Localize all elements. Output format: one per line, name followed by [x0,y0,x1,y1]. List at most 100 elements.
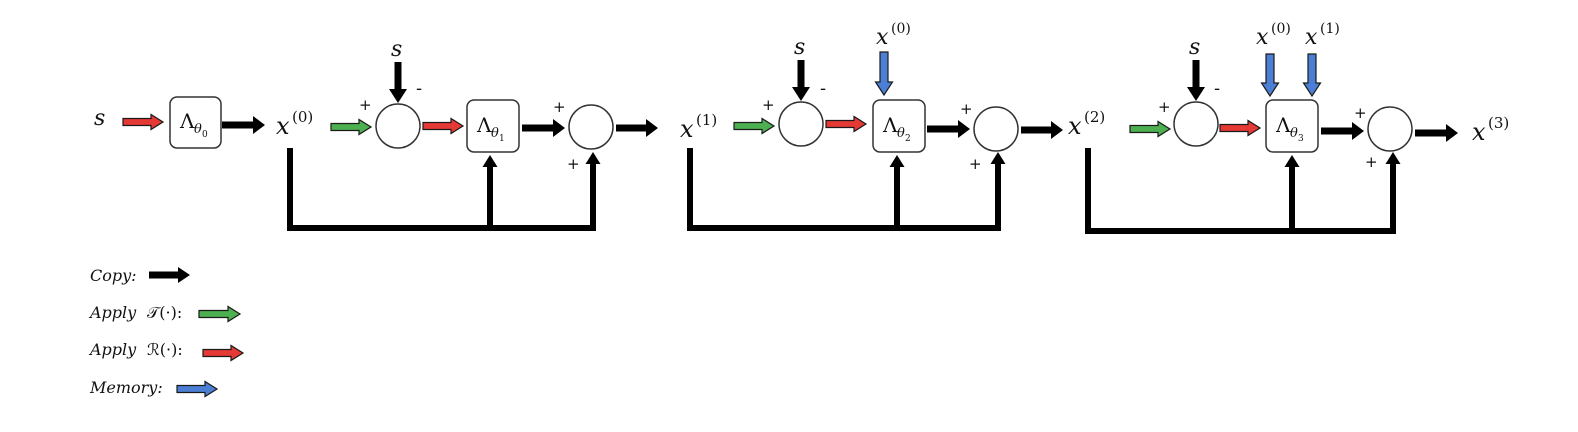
restore-arrow-input [122,113,165,131]
subscript: 0 [202,130,208,140]
restore-arrow-stage-1 [422,117,465,135]
legend-copy-arrow [149,267,190,283]
subtract-node-3 [1173,101,1219,147]
x-symbol: x [1256,25,1269,50]
copy-arrow-s-down-stage-1 [389,62,407,103]
plus-sign: + [969,155,982,173]
feedback-lines [287,148,1396,234]
copy-arrow-lambda3-out [1321,122,1364,140]
plus-sign: + [1354,104,1367,122]
lambda-box-1: Λ θ 1 [466,99,520,153]
superscript: (0) [292,108,313,126]
theta-symbol: θ [1290,126,1298,141]
feedback-line-stage-3 [1085,148,1396,234]
memory-arrow-x1-stage-3 [1302,53,1322,98]
add-node-1 [568,104,614,150]
x-symbol: x [276,112,290,140]
s-label-stage-2: s [794,35,805,60]
legend-restore-arrow [202,344,245,362]
legend-apply-text: Apply [88,340,137,359]
copy-arrow-add3-out [1415,124,1458,142]
subscript: 3 [1298,134,1304,144]
superscript: (3) [1488,114,1509,132]
feedback-line-stage-2 [687,148,1001,231]
restore-arrow-stage-3 [1219,119,1262,137]
add-node-3 [1367,106,1413,152]
copy-arrow-lambda1-out [522,119,565,137]
copy-arrow-lambda0-out [222,116,265,134]
superscript: (0) [1271,21,1291,37]
s-label-stage-3: s [1189,35,1200,60]
lambda-symbol: Λ [1275,113,1291,137]
legend-transform-label: Apply 𝒯(·): [88,303,182,322]
x1-label-main: x (1) [680,111,717,143]
lambda-symbol: Λ [179,109,195,133]
s-label-stage-1: s [391,37,402,62]
plus-sign: + [553,98,566,116]
lambda-box-2: Λ θ 2 [872,99,926,153]
legend-t-operator: 𝒯(·): [147,303,182,322]
legend-memory-label: Memory: [89,378,163,397]
plus-sign: + [960,100,973,118]
plus-sign: + [762,96,775,114]
subscript: 1 [499,134,505,144]
x3-label-output: x (3) [1472,114,1509,146]
summing-nodes [375,101,1413,152]
transform-arrow-stage-1 [330,118,373,136]
x-symbol: x [1472,118,1486,146]
x0-memory-label-stage-3: x (0) [1256,21,1291,50]
subtract-node-1 [375,103,421,149]
x0-memory-label-stage-2: x (0) [876,21,911,50]
x-symbol: x [876,25,889,50]
theta-symbol: θ [194,122,202,137]
plus-sign: + [1158,98,1171,116]
transform-arrow-stage-3 [1129,120,1172,138]
transform-arrow-stage-2 [733,117,776,135]
memory-arrow-x0-stage-3 [1260,53,1280,98]
arrows-layer [122,51,1458,398]
minus-sign: - [1214,79,1220,99]
legend-apply-text: Apply [88,303,137,322]
legend-transform-arrow [198,305,242,323]
legend-memory-arrow [176,380,219,398]
legend-r-operator: ℛ(·): [147,340,183,359]
legend-copy-label: Copy: [90,266,137,285]
copy-arrow-add2-out [1021,121,1063,139]
x-symbol: x [1068,112,1082,140]
superscript: (0) [891,21,911,37]
x0-label-main: x (0) [276,108,313,140]
x-symbol: x [680,115,694,143]
memory-arrow-x0-stage-2 [874,51,894,97]
lambda-symbol: Λ [476,113,492,137]
feedback-line-stage-1 [287,148,596,231]
lambda-symbol: Λ [882,113,898,137]
add-node-2 [973,106,1019,152]
plus-sign: + [567,155,580,173]
copy-arrow-s-down-stage-2 [792,60,810,101]
theta-symbol: θ [897,126,905,141]
minus-sign: - [820,79,826,99]
x1-memory-label-stage-3: x (1) [1305,21,1340,50]
copy-arrow-lambda2-out [927,120,970,138]
x-symbol: x [1305,25,1318,50]
plus-sign: + [1365,153,1378,171]
x2-label-main: x (2) [1068,108,1105,140]
minus-sign: - [416,79,422,99]
subtract-node-2 [778,101,824,147]
superscript: (1) [1320,21,1340,37]
theta-symbol: θ [491,126,499,141]
superscript: (1) [696,111,717,129]
copy-arrow-s-down-stage-3 [1187,60,1205,101]
lambda-box-0: Λ θ 0 [169,96,222,149]
legend: Copy: Apply 𝒯(·): Apply ℛ(·): Memory: [88,266,183,397]
signs: + - + + + - + + + - + + [359,79,1378,173]
input-s-label: s [94,106,105,131]
subscript: 2 [905,134,911,144]
lambda-box-3: Λ θ 3 [1265,99,1319,153]
copy-arrow-add1-out [616,119,658,137]
plus-sign: + [359,96,372,114]
restore-arrow-stage-2 [825,115,868,133]
legend-restore-label: Apply ℛ(·): [88,340,183,359]
superscript: (2) [1084,108,1105,126]
